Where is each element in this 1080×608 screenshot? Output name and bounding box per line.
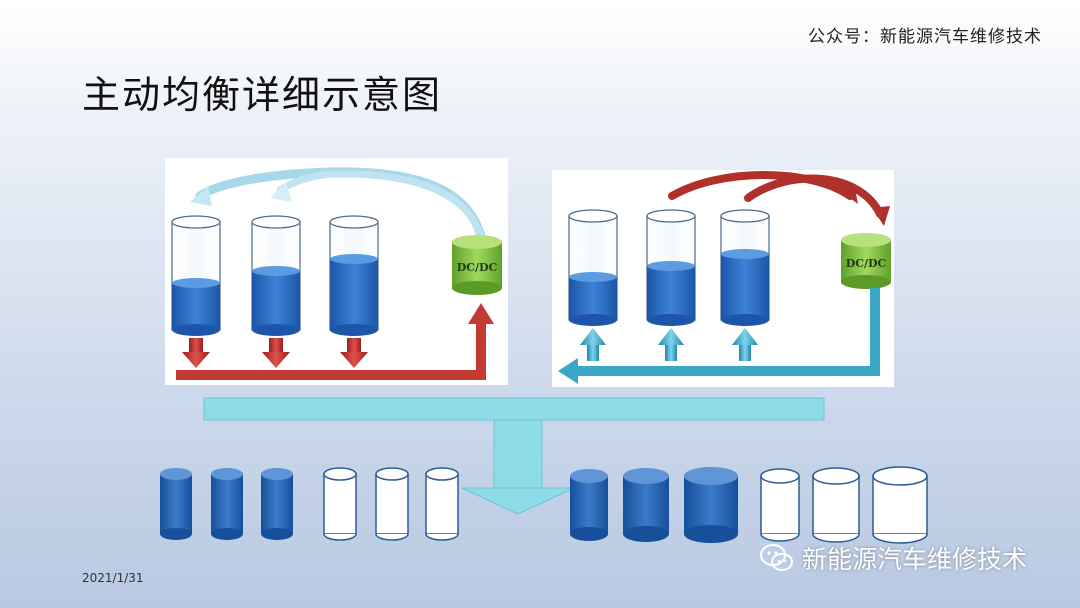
charge-bus bbox=[576, 366, 880, 376]
transfer-arrowhead bbox=[190, 186, 212, 206]
wechat-icon bbox=[760, 544, 793, 571]
footer-watermark-text: 新能源汽车维修技术 bbox=[802, 545, 1028, 574]
discharge-up-arrowhead bbox=[468, 303, 494, 324]
equalization-bus bbox=[203, 397, 825, 515]
dc-dc-converter-icon: DC/DC bbox=[452, 235, 502, 295]
footer-watermark: 新能源汽车维修技术 bbox=[760, 540, 1027, 576]
discharge-arrows bbox=[182, 338, 368, 368]
battery-cell-2 bbox=[251, 215, 301, 336]
bottom-cells-left-light bbox=[323, 467, 459, 541]
bottom-cells-right-light bbox=[760, 466, 928, 544]
discharge-panel: DC/DC bbox=[165, 158, 508, 385]
header-watermark: 公众号：新能源汽车维修技术 bbox=[808, 27, 1042, 47]
battery-cell-4 bbox=[568, 209, 618, 326]
battery-cell-1 bbox=[171, 215, 221, 336]
battery-cell-5 bbox=[646, 209, 696, 326]
converter-label: DC/DC bbox=[846, 257, 887, 270]
charge-arrows bbox=[580, 328, 758, 361]
charge-left-arrowhead bbox=[558, 358, 578, 384]
bottom-cells-right-dark bbox=[570, 467, 738, 543]
bottom-cells-left-dark bbox=[160, 468, 293, 540]
discharge-bus bbox=[176, 370, 484, 380]
converter-label: DC/DC bbox=[457, 261, 498, 274]
transfer-arc bbox=[668, 171, 854, 200]
transfer-arrowhead bbox=[872, 206, 890, 226]
slide-date: 2021/1/31 bbox=[82, 571, 144, 585]
page-title: 主动均衡详细示意图 bbox=[82, 73, 443, 117]
battery-cell-3 bbox=[329, 215, 379, 336]
dc-dc-converter-icon: DC/DC bbox=[841, 233, 891, 289]
battery-cell-6 bbox=[720, 209, 770, 326]
charge-panel: DC/DC bbox=[552, 170, 894, 387]
